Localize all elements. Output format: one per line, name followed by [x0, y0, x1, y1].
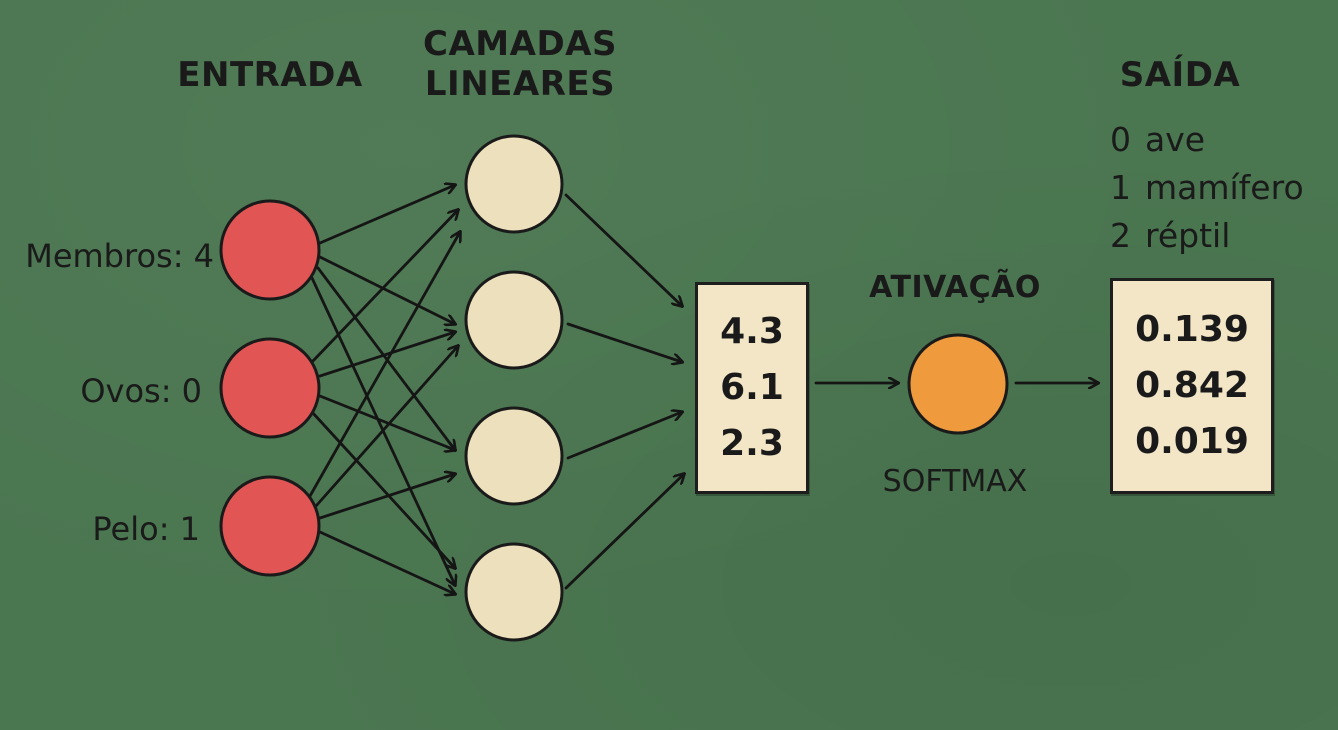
linear-layers-heading-line1: CAMADAS [423, 24, 617, 64]
hidden-neuron [464, 270, 564, 370]
probability-value: 0.139 [1135, 309, 1249, 350]
output-probabilities-box: 0.139 0.842 0.019 [1110, 278, 1274, 494]
connection-arrow [318, 332, 455, 378]
connection-arrow [564, 474, 684, 590]
input-label-membros: Membros: 4 [25, 237, 214, 275]
class-id: 0 [1110, 120, 1131, 159]
hidden-layer [464, 134, 564, 642]
class-legend-item: 0 ave [1110, 116, 1335, 164]
connection-arrow [314, 346, 458, 508]
hidden-neuron [464, 542, 564, 642]
class-legend: 0 ave 1 mamífero 2 réptil [1110, 116, 1335, 260]
connection-arrow [308, 232, 460, 498]
hidden-neuron [464, 134, 564, 234]
class-name: mamífero [1145, 168, 1304, 207]
connection-arrow [566, 412, 682, 460]
class-name: ave [1145, 120, 1206, 159]
connection-arrow [318, 255, 455, 324]
class-legend-item: 1 mamífero [1110, 164, 1335, 212]
logit-value: 2.3 [720, 423, 784, 464]
connection-arrow [566, 322, 682, 362]
logit-value: 4.3 [720, 311, 784, 352]
input-label-pelo: Pelo: 1 [92, 510, 200, 548]
logits-box: 4.3 6.1 2.3 [695, 282, 809, 494]
connection-arrow [318, 394, 455, 450]
input-neuron-membros [219, 199, 321, 301]
input-to-hidden-connections [308, 185, 460, 594]
probability-value: 0.842 [1135, 365, 1249, 406]
input-heading: ENTRADA [177, 55, 363, 95]
class-id: 2 [1110, 216, 1131, 255]
connection-arrow [310, 410, 455, 568]
hidden-neuron [464, 406, 564, 506]
input-layer [219, 199, 321, 577]
input-neuron-pelo [219, 475, 321, 577]
connection-arrow [318, 185, 455, 245]
input-label-ovos: Ovos: 0 [80, 372, 202, 410]
connection-arrow [318, 474, 455, 520]
connection-arrow [564, 193, 682, 306]
class-legend-item: 2 réptil [1110, 212, 1335, 260]
input-neuron-ovos [219, 337, 321, 439]
hidden-to-logits-connections [564, 193, 684, 590]
output-heading: SAÍDA [1119, 55, 1241, 95]
connection-arrow [310, 210, 458, 364]
class-name: réptil [1145, 216, 1231, 255]
linear-layers-heading-line2: LINEARES [424, 64, 616, 104]
connection-arrow [318, 530, 455, 594]
activation-layer [907, 333, 1009, 435]
probability-value: 0.019 [1135, 421, 1249, 462]
linear-layers-heading: CAMADAS LINEARES [400, 24, 640, 104]
activation-heading: ATIVAÇÃO [869, 270, 1041, 305]
activation-neuron [907, 333, 1009, 435]
class-id: 1 [1110, 168, 1131, 207]
logit-value: 6.1 [720, 367, 784, 408]
activation-function-label: SOFTMAX [882, 464, 1028, 499]
